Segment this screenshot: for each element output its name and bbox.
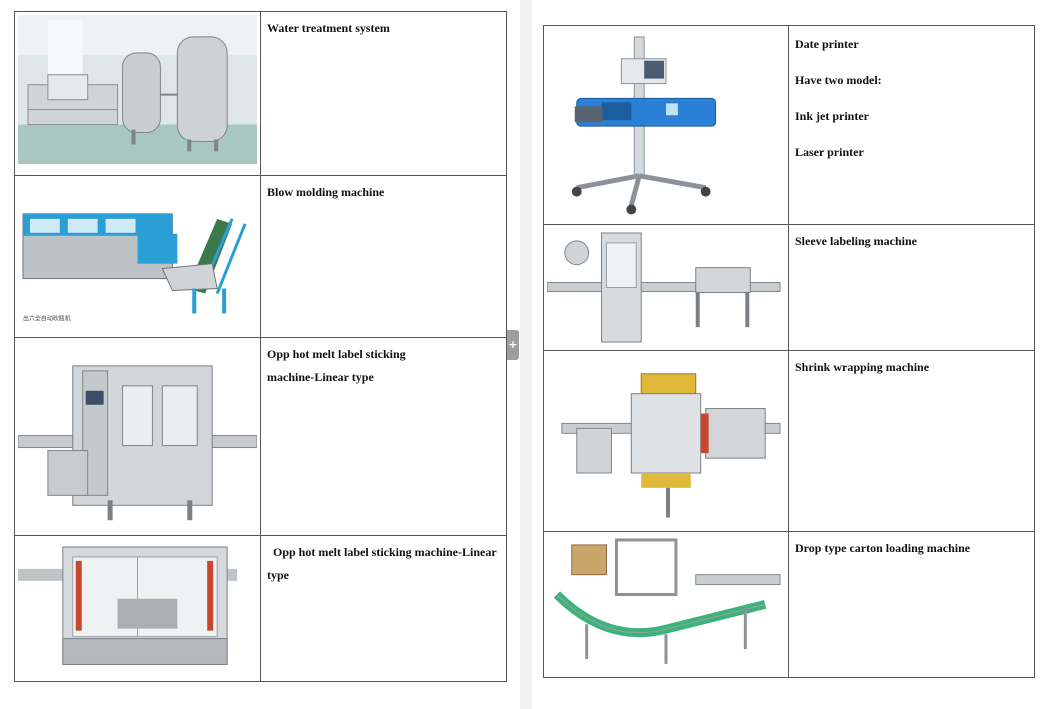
- table-row: Date printer Have two model: Ink jet pri…: [543, 25, 1035, 225]
- table-row: 出六全自动吹瓶机 Blow molding machine: [14, 175, 507, 338]
- image-cell: [14, 534, 261, 683]
- machine-label: Water treatment system: [267, 21, 390, 35]
- add-page-tab[interactable]: +: [507, 330, 519, 360]
- image-cell: [14, 337, 261, 536]
- date-printer-photo: [547, 29, 785, 218]
- table-row: Opp hot melt label sticking machine-Line…: [14, 337, 507, 536]
- machine-label: Drop type carton loading machine: [795, 541, 971, 555]
- page-gutter: [520, 0, 532, 709]
- right-equipment-table: Date printer Have two model: Ink jet pri…: [543, 25, 1035, 678]
- image-cell: [543, 531, 789, 678]
- label-cell: Water treatment system: [260, 11, 507, 176]
- image-cell: [14, 11, 261, 176]
- table-row: Sleeve labeling machine: [543, 224, 1035, 351]
- sleeve-labeling-photo: [547, 228, 785, 347]
- machine-label-line: Opp hot melt label sticking: [267, 347, 406, 361]
- opp-label-linear-photo: [18, 341, 257, 531]
- table-row: Drop type carton loading machine: [543, 531, 1035, 678]
- table-row: Water treatment system: [14, 11, 507, 176]
- opp-label-rotary-photo: [18, 539, 257, 679]
- left-equipment-table: Water treatment system 出六全自动吹瓶机: [14, 11, 507, 683]
- blow-molding-photo: 出六全自动吹瓶机: [18, 179, 257, 329]
- shrink-wrapping-photo: [547, 354, 785, 528]
- label-cell: Opp hot melt label sticking machine-Line…: [260, 534, 507, 683]
- label-cell: Drop type carton loading machine: [788, 531, 1035, 678]
- image-cell: [543, 25, 789, 225]
- image-cell: [543, 224, 789, 351]
- image-cell: [543, 350, 789, 532]
- machine-label: Sleeve labeling machine: [795, 234, 917, 248]
- photo-caption: 出六全自动吹瓶机: [23, 314, 71, 322]
- table-row: Shrink wrapping machine: [543, 350, 1035, 532]
- label-cell: Shrink wrapping machine: [788, 350, 1035, 532]
- label-cell: Sleeve labeling machine: [788, 224, 1035, 351]
- carton-loading-photo: [547, 535, 785, 674]
- machine-label-line: Opp hot melt label sticking machine-Line…: [267, 545, 497, 559]
- water-treatment-photo: [18, 15, 257, 165]
- image-cell: 出六全自动吹瓶机: [14, 175, 261, 338]
- machine-label-line: Laser printer: [795, 145, 864, 159]
- machine-label-line: Have two model:: [795, 73, 882, 87]
- machine-label-line: Date printer: [795, 37, 859, 51]
- label-cell: Blow molding machine: [260, 175, 507, 338]
- label-cell: Opp hot melt label sticking machine-Line…: [260, 337, 507, 536]
- machine-label-line: type: [267, 568, 289, 582]
- machine-label: Shrink wrapping machine: [795, 360, 930, 374]
- table-row: Opp hot melt label sticking machine-Line…: [14, 534, 507, 683]
- label-cell: Date printer Have two model: Ink jet pri…: [788, 25, 1035, 225]
- machine-label: Blow molding machine: [267, 185, 385, 199]
- machine-label-line: Ink jet printer: [795, 109, 869, 123]
- machine-label-line: machine-Linear type: [267, 370, 374, 384]
